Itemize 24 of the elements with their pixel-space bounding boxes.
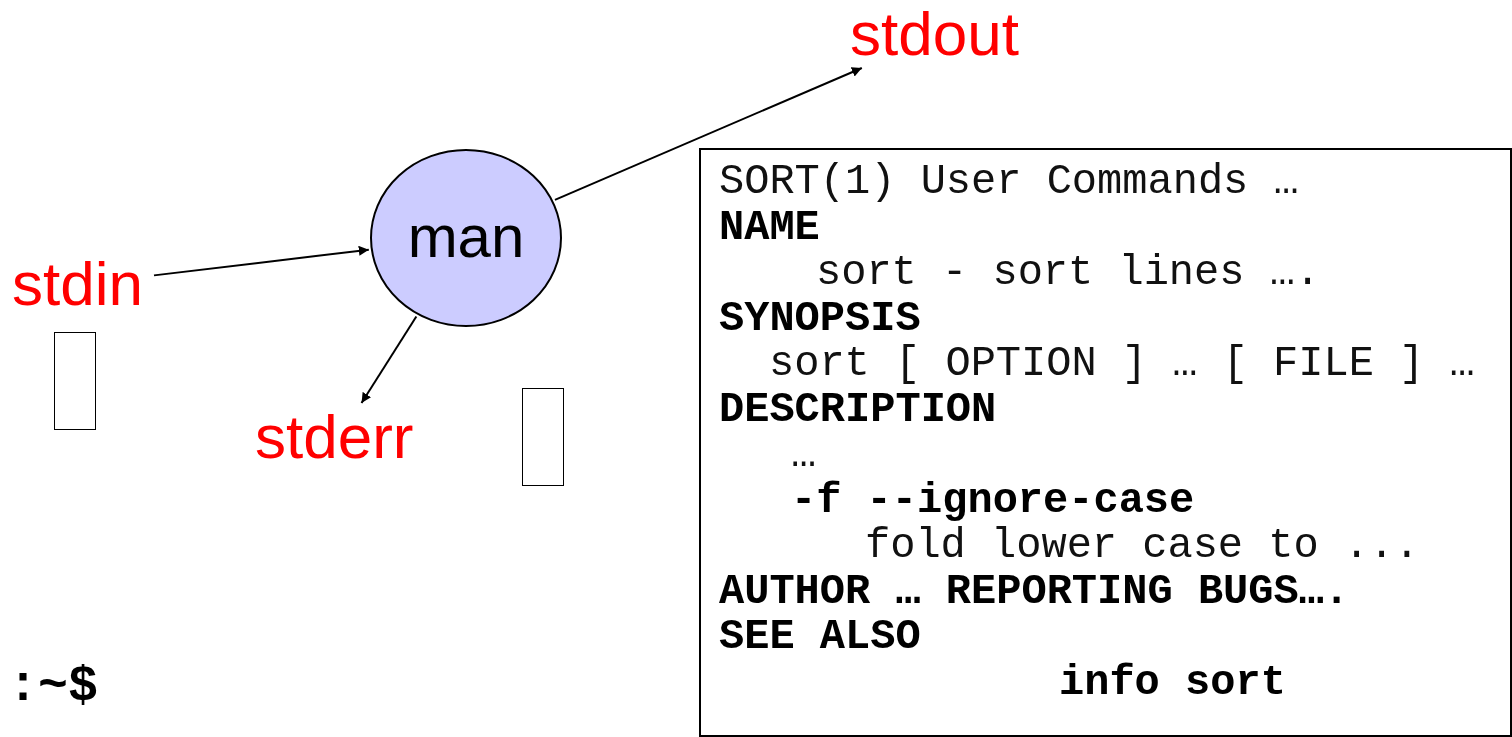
section-heading: NAME bbox=[719, 205, 820, 251]
arrow bbox=[153, 245, 370, 277]
manpage-text: fold lower case to ... bbox=[865, 524, 1420, 570]
stream-label: stderr bbox=[255, 405, 425, 469]
stream-label: stdin bbox=[12, 252, 152, 316]
manpage-text: … bbox=[791, 433, 817, 479]
process-circle bbox=[370, 149, 562, 327]
section-heading: AUTHOR … REPORTING BUGS…. bbox=[719, 569, 1350, 615]
placeholder-box bbox=[54, 332, 96, 430]
arrow bbox=[553, 67, 863, 201]
section-heading: SYNOPSIS bbox=[719, 296, 921, 342]
placeholder-box bbox=[522, 388, 564, 486]
arrow bbox=[360, 315, 418, 404]
manpage-text: SORT(1) User Commands … bbox=[719, 160, 1299, 206]
stream-label: stdout bbox=[850, 2, 1032, 66]
manpage-panel bbox=[699, 148, 1512, 737]
command-text: info sort bbox=[1059, 660, 1286, 706]
shell-prompt: :~$ bbox=[8, 660, 98, 714]
section-heading: SEE ALSO bbox=[719, 615, 921, 661]
section-heading: DESCRIPTION bbox=[719, 387, 997, 433]
manpage-text: sort [ OPTION ] … [ FILE ] … bbox=[769, 342, 1475, 388]
command-text: -f --ignore-case bbox=[791, 478, 1195, 524]
process-name: man bbox=[407, 205, 525, 268]
manpage-text: sort - sort lines …. bbox=[816, 251, 1321, 297]
